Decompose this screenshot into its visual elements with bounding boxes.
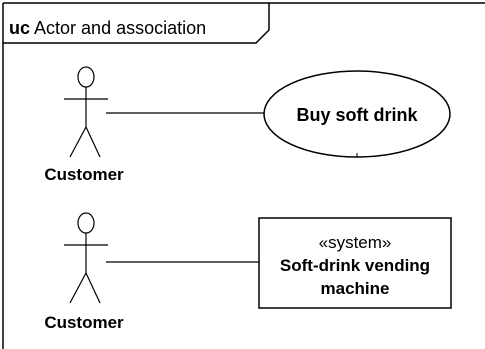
actor-1-right-leg bbox=[85, 126, 101, 158]
actor-2-figure bbox=[64, 212, 108, 304]
actor-2-head bbox=[77, 212, 95, 234]
system-box bbox=[258, 217, 452, 309]
actor-2-left-leg bbox=[69, 272, 87, 304]
system-stereotype: «system» bbox=[318, 233, 392, 252]
system-box-text: «system» Soft-drink vending machine bbox=[259, 231, 451, 300]
frame-name-tab bbox=[3, 3, 270, 44]
actor-2-label: Customer bbox=[44, 313, 124, 332]
actor-1-left-leg bbox=[69, 126, 87, 158]
frame-title: uc Actor and association bbox=[9, 17, 206, 39]
frame-keyword: uc bbox=[9, 18, 31, 38]
system-name-line-2: machine bbox=[320, 279, 390, 298]
frame-title-text: Actor and association bbox=[34, 18, 207, 38]
actor-2-right-leg bbox=[85, 272, 101, 304]
actor-1-label: Customer bbox=[44, 165, 124, 184]
usecase-label: Buy soft drink bbox=[296, 105, 418, 125]
actor-1-figure bbox=[64, 66, 108, 158]
system-name-line-1: Soft-drink vending bbox=[279, 256, 431, 275]
actor-1-head bbox=[77, 66, 95, 88]
